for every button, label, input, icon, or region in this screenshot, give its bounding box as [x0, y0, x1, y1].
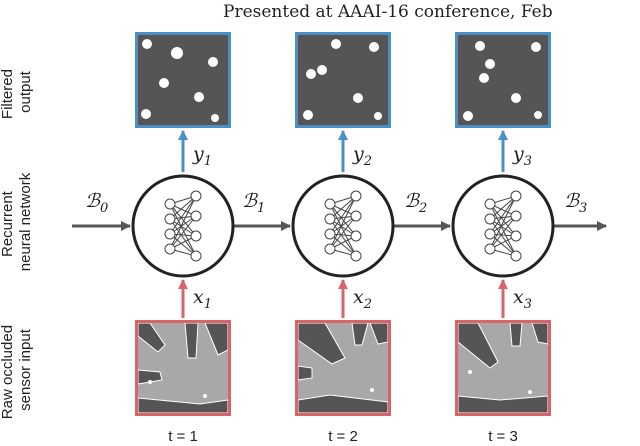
belief-sub-2: 2 [418, 201, 427, 216]
input-var-label-1: x1 [193, 286, 212, 312]
occlusion-shape [297, 365, 313, 381]
output-var-label-1: y1 [192, 143, 212, 169]
output-blob [534, 111, 542, 119]
sensor-dot [528, 390, 532, 394]
step-1: y1 x1 [131, 32, 235, 445]
output-var-1: y [192, 143, 204, 165]
output-frame-1 [135, 32, 231, 128]
output-blob [511, 93, 521, 103]
input-frame-2 [295, 320, 391, 416]
output-sub-2: 2 [363, 154, 372, 169]
belief-sub-3: 3 [579, 201, 587, 216]
input-var-2: x [353, 286, 364, 308]
input-sub-2: 2 [363, 297, 372, 312]
row-label-input: Raw occluded sensor input [0, 321, 34, 419]
output-blob [211, 114, 219, 122]
output-blob [159, 78, 169, 88]
sensor-dot [203, 394, 207, 398]
output-blob [374, 112, 382, 120]
output-blob [306, 69, 316, 79]
input-var-label-2: x2 [353, 286, 372, 312]
output-var-label-3: y3 [512, 143, 532, 169]
output-blob [331, 39, 341, 49]
belief-label-2: ℬ2 [404, 190, 427, 216]
rnn-cell-1 [131, 174, 235, 278]
header-text: Presented at AAAI-16 conference, Feb [223, 2, 553, 22]
row-label-rnn: Recurrent neural network [0, 172, 34, 271]
input-sub-3: 3 [524, 297, 532, 312]
input-var-3: x [513, 286, 524, 308]
occlusion-shape [509, 322, 523, 347]
input-image-1 [135, 320, 231, 416]
belief-sub-1: 1 [257, 201, 265, 216]
output-blob [317, 65, 327, 75]
output-blob [303, 110, 313, 120]
belief-label-0: ℬ0 [85, 190, 108, 216]
sensor-dot [148, 380, 152, 384]
output-image-1 [135, 32, 231, 128]
input-var-label-3: x3 [513, 286, 532, 312]
belief-label-3: ℬ3 [564, 190, 587, 216]
output-image-2 [295, 32, 391, 128]
input-image-3 [455, 320, 551, 416]
output-sub-3: 3 [524, 154, 532, 169]
output-sub-1: 1 [204, 154, 212, 169]
output-var-label-2: y2 [352, 143, 372, 169]
time-label-2: t = 2 [328, 428, 358, 445]
rnn-cell-circle-2 [291, 174, 395, 278]
belief-sub-0: 0 [100, 201, 108, 216]
time-label-1: t = 1 [168, 428, 198, 445]
output-blob [353, 93, 363, 103]
input-frame-1 [135, 320, 231, 416]
belief-symbol-1: ℬ [242, 190, 259, 212]
row-label-output-line1: Filtered [0, 69, 16, 119]
output-blob [463, 111, 473, 121]
sensor-dot [468, 370, 472, 374]
output-image-3 [455, 32, 551, 128]
row-label-input-line1: Raw occluded [0, 325, 16, 419]
rnn-cell-circle-3 [451, 174, 555, 278]
neural-net-icon [164, 190, 202, 262]
neural-net-icon [324, 190, 362, 262]
output-frame-3 [455, 32, 551, 128]
input-var-1: x [193, 286, 204, 308]
rnn-cell-2 [291, 174, 395, 278]
output-blob [142, 39, 152, 49]
step-2: y2 x2 t = 2 [291, 32, 395, 445]
belief-symbol-0: ℬ [85, 190, 102, 212]
output-blob [479, 73, 489, 83]
time-label-3: t = 3 [488, 428, 518, 445]
output-image-bg-1 [138, 35, 228, 125]
row-label-rnn-line1: Recurrent [0, 190, 16, 257]
input-frame-3 [455, 320, 551, 416]
sensor-dot [370, 388, 374, 392]
output-blob [171, 47, 183, 59]
output-var-2: y [352, 143, 364, 165]
output-blob [485, 59, 495, 69]
output-var-3: y [512, 143, 524, 165]
belief-symbol-2: ℬ [404, 190, 421, 212]
output-frame-2 [295, 32, 391, 128]
output-blob [208, 57, 218, 67]
row-label-rnn-line2: neural network [17, 172, 34, 271]
neural-net-icon [484, 190, 522, 262]
rnn-cell-3 [451, 174, 555, 278]
output-blob [475, 41, 485, 51]
rnn-cell-circle-1 [131, 174, 235, 278]
belief-label-1: ℬ1 [242, 190, 265, 216]
output-blob [531, 42, 541, 52]
row-label-output-line2: output [17, 70, 34, 113]
output-blob [141, 109, 151, 119]
output-blob [194, 92, 204, 102]
row-label-output: Filtered output [0, 65, 34, 119]
input-image-2 [295, 320, 391, 416]
belief-symbol-3: ℬ [564, 190, 581, 212]
row-label-input-line2: sensor input [17, 328, 34, 411]
step-3: y3 x3 t = 3 [451, 32, 555, 445]
input-sub-1: 1 [204, 297, 212, 312]
output-blob [369, 42, 379, 52]
